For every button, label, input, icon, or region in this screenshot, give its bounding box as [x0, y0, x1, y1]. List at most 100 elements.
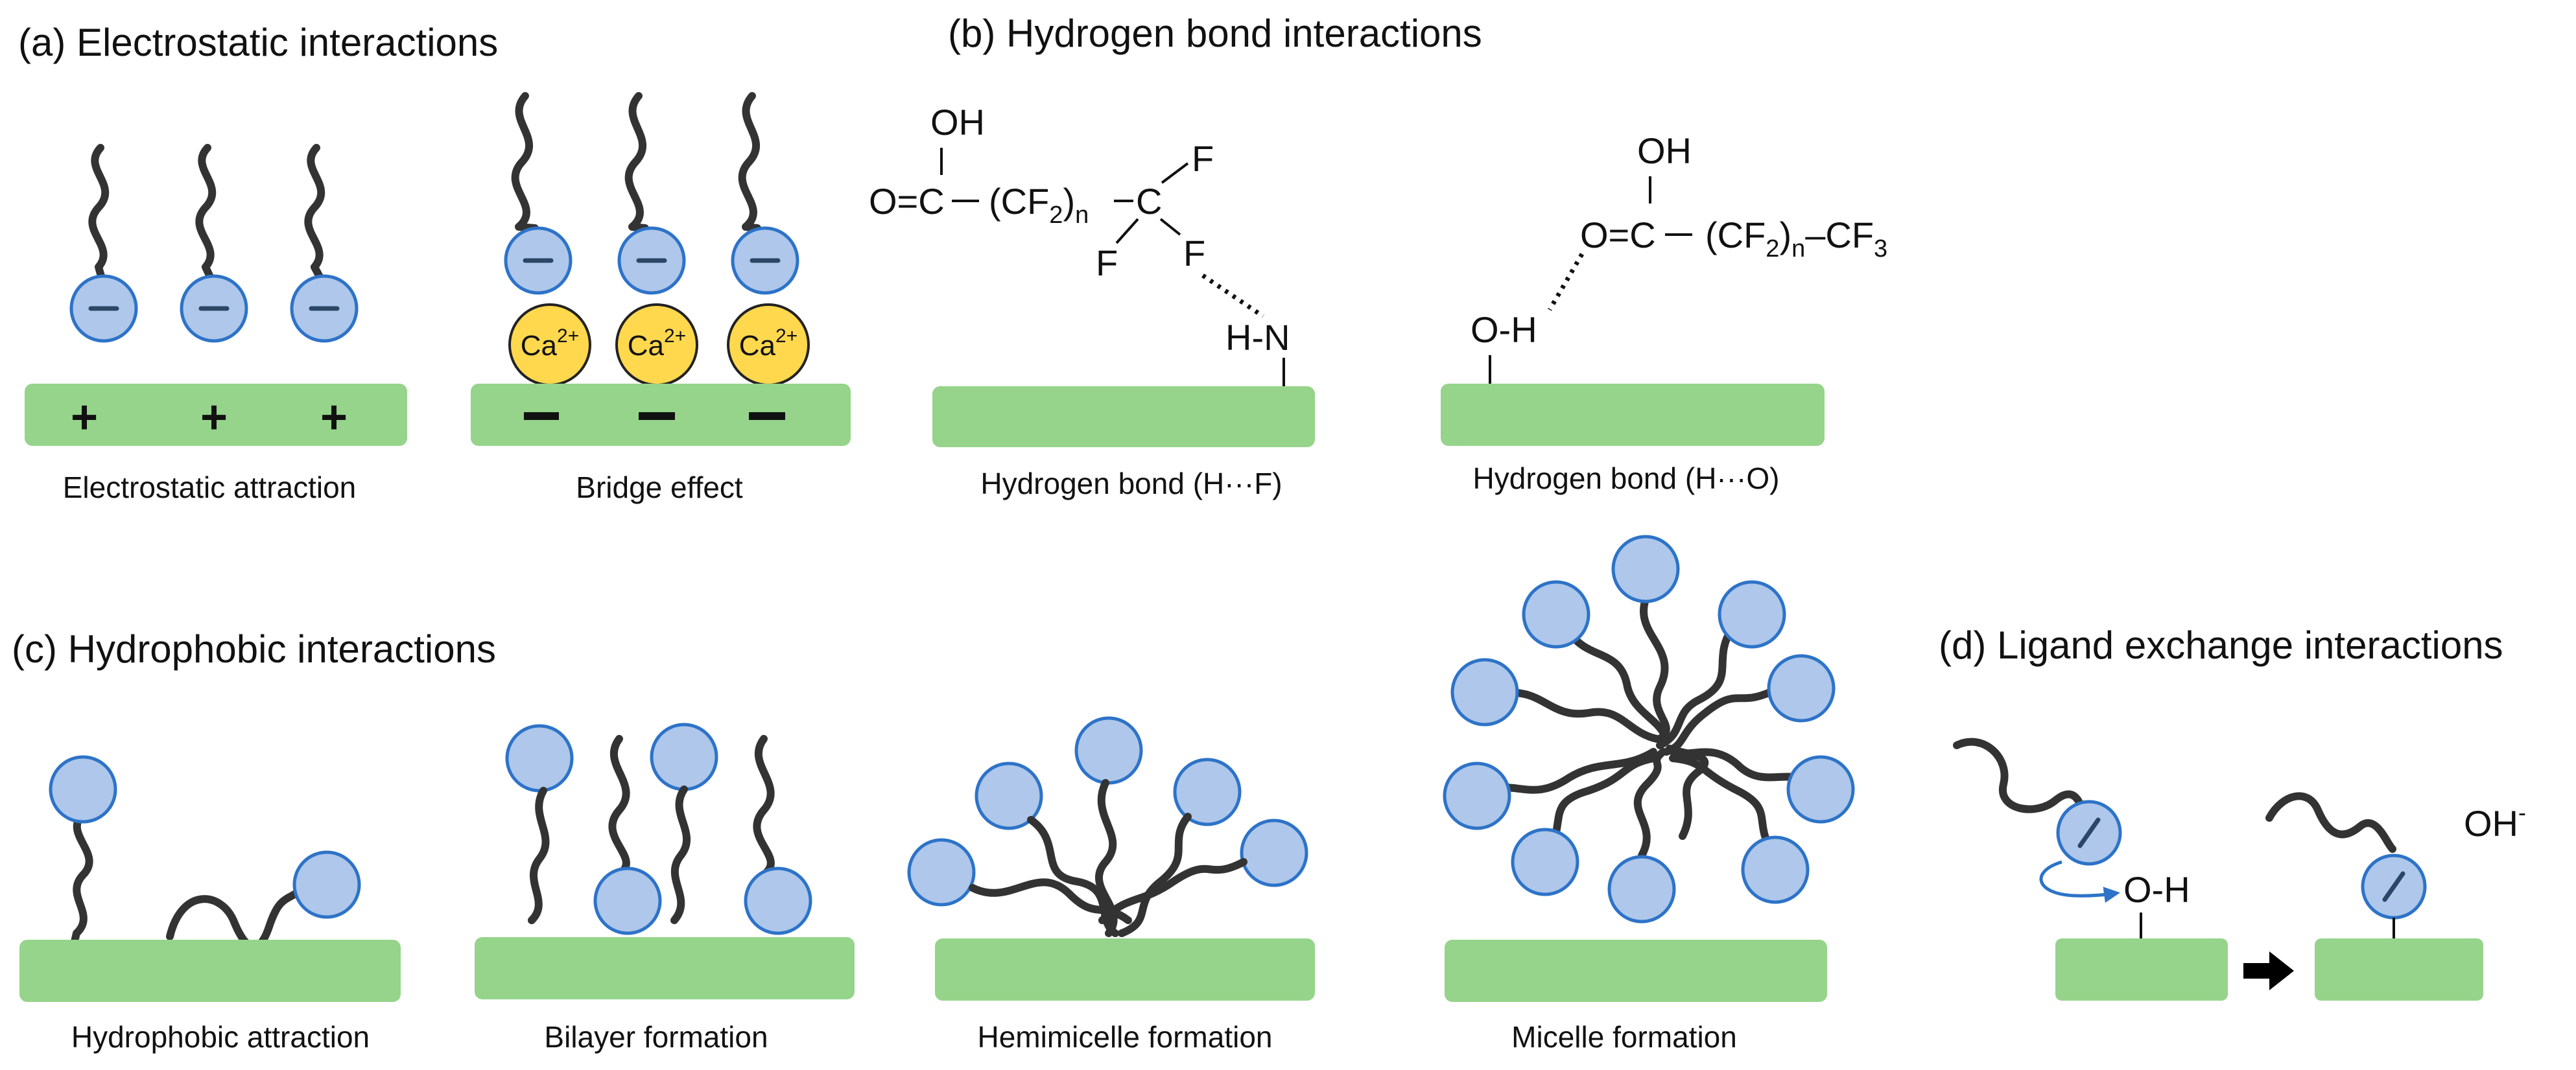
caption-hemimicelle-formation: Hemimicelle formation — [977, 1020, 1272, 1054]
surfactant-tail — [1666, 745, 1709, 840]
amine-label: H-N — [1225, 317, 1290, 358]
micelle-formation-diagram: Micelle formation — [1443, 535, 1855, 1054]
surfactant-tail — [1656, 626, 1735, 749]
carbon-label: C — [1136, 181, 1162, 222]
surfactant-head — [1511, 828, 1579, 896]
panel-c-title: (c) Hydrophobic interactions — [12, 627, 496, 671]
carbonyl-label: O=C — [1580, 215, 1656, 255]
surfactant-head — [1443, 762, 1511, 830]
caption-electrostatic-attraction: Electrostatic attraction — [63, 471, 357, 504]
surfactant-tail — [195, 144, 218, 289]
surfactant-head — [1522, 580, 1590, 649]
hydrogen-bond-dots — [1547, 253, 1585, 311]
surfactant-tail — [166, 887, 303, 951]
plus-sign: + — [320, 391, 348, 443]
surfactant-tail — [1669, 754, 1779, 859]
substrate — [19, 940, 401, 1002]
surfactant-tail — [88, 144, 110, 289]
bond-line — [1115, 218, 1139, 244]
plus-sign: + — [71, 391, 98, 443]
released-hydroxide-label: OH- — [2464, 799, 2526, 844]
surfactant-tail — [670, 785, 691, 924]
caption-bilayer-formation: Bilayer formation — [544, 1020, 768, 1054]
ligand-before-exchange: O-H — [1953, 738, 2228, 1001]
hemimicelle-formation-diagram: Hemimicelle formation — [907, 716, 1315, 1054]
surfactant-tail — [1118, 813, 1192, 937]
hydroxyl-label: OH — [930, 102, 985, 143]
substrate — [1445, 940, 1827, 1002]
bilayer-formation-diagram: Bilayer formation — [475, 723, 855, 1054]
fluorine-right-label: F — [1183, 233, 1205, 273]
hydrogen-bond-ho-diagram: OH O=C (CF2)n–CF3 O-H Hydrogen bond (H··… — [1441, 130, 1887, 495]
surfactant-tail — [1098, 858, 1247, 924]
fluorine-left-label: F — [1096, 242, 1118, 283]
substrate — [475, 937, 855, 999]
panel-c: (c) Hydrophobic interactions Hydrophobic… — [12, 535, 1855, 1054]
surfactant-head — [1786, 755, 1855, 824]
surfactant-head — [744, 866, 812, 935]
surfactant-tail — [624, 92, 649, 232]
surfactant-tail — [1640, 596, 1670, 743]
cf2-chain-label: (CF2)n — [989, 181, 1089, 229]
ligand-after-exchange: OH- — [2265, 792, 2526, 1001]
surfactant-tail — [1565, 628, 1670, 743]
surfactant-head — [1074, 716, 1143, 785]
caption-micelle-formation: Micelle formation — [1511, 1020, 1737, 1054]
bond-line — [1161, 162, 1189, 184]
positive-substrate — [25, 384, 407, 446]
hydrophobic-attraction-diagram: Hydrophobic attraction — [19, 755, 401, 1054]
calcium-label: Ca2+ — [521, 325, 579, 362]
caption-bridge-effect: Bridge effect — [576, 471, 743, 504]
caption-hydrophobic-attraction: Hydrophobic attraction — [71, 1020, 370, 1054]
surface-hydroxyl-label: O-H — [2123, 869, 2190, 910]
electrostatic-attraction-diagram: + + + Electrostatic attraction — [25, 144, 407, 504]
right-arrow-icon — [2243, 951, 2294, 990]
surfactant-head — [1741, 835, 1810, 904]
carbonyl-label: O=C — [869, 181, 945, 222]
surfactant-head — [1607, 855, 1676, 924]
surfactant-head — [975, 762, 1043, 830]
surfactant-tail — [304, 144, 328, 289]
surfactant-head — [1718, 580, 1786, 649]
ligand-bond-icon — [2077, 817, 2101, 848]
substrate — [2315, 938, 2483, 1001]
surfactant-tail — [511, 92, 539, 232]
hydrogen-bond-dots — [1201, 273, 1264, 318]
substrate — [2055, 938, 2228, 1001]
surfactant-tail — [753, 735, 775, 876]
surfactant-head — [1173, 758, 1242, 826]
surfactant-head — [49, 755, 117, 824]
surfactant-head — [1611, 535, 1680, 603]
surfactant-head — [1450, 658, 1519, 727]
surfactant-tail — [608, 735, 630, 876]
fluorine-top-label: F — [1192, 138, 1214, 179]
hydroxyl-donor-label: O-H — [1471, 309, 1537, 350]
surfactant-tail — [528, 787, 550, 924]
hydrogen-bond-hf-diagram: OH O=C (CF2)n C F F F H-N Hydrogen bond … — [869, 102, 1315, 500]
surfactant-head — [292, 850, 361, 919]
surfactant-tail — [1497, 688, 1660, 743]
surfactant-tail — [2265, 792, 2396, 853]
calcium-label: Ca2+ — [739, 325, 798, 362]
plus-sign: + — [200, 391, 228, 443]
bond-line — [1159, 218, 1181, 236]
substrate — [1441, 384, 1825, 446]
hydroxyl-label: OH — [1637, 130, 1692, 171]
surfactant-tail — [1662, 688, 1774, 756]
surfactant-head — [1767, 654, 1836, 723]
surfactant-head — [1240, 819, 1308, 887]
panel-d: (d) Ligand exchange interactions O-H OH- — [1939, 623, 2526, 1001]
panel-b-title: (b) Hydrogen bond interactions — [948, 12, 1482, 55]
panel-d-title: (d) Ligand exchange interactions — [1939, 623, 2503, 667]
calcium-label: Ca2+ — [628, 325, 686, 362]
ligand-bond-icon — [2382, 871, 2405, 902]
panel-a: (a) Electrostatic interactions + + + Ele… — [18, 21, 851, 504]
substrate — [935, 938, 1315, 1001]
substrate — [932, 386, 1315, 447]
panel-b: (b) Hydrogen bond interactions OH O=C (C… — [869, 12, 1887, 500]
panel-a-title: (a) Electrostatic interactions — [18, 21, 498, 64]
bridge-effect-diagram: Ca2+ Ca2+ Ca2+ Bridge effect — [471, 92, 851, 504]
caption-hydrogen-bond-hf: Hydrogen bond (H···F) — [980, 467, 1282, 500]
surfactant-tail — [1953, 738, 2088, 822]
